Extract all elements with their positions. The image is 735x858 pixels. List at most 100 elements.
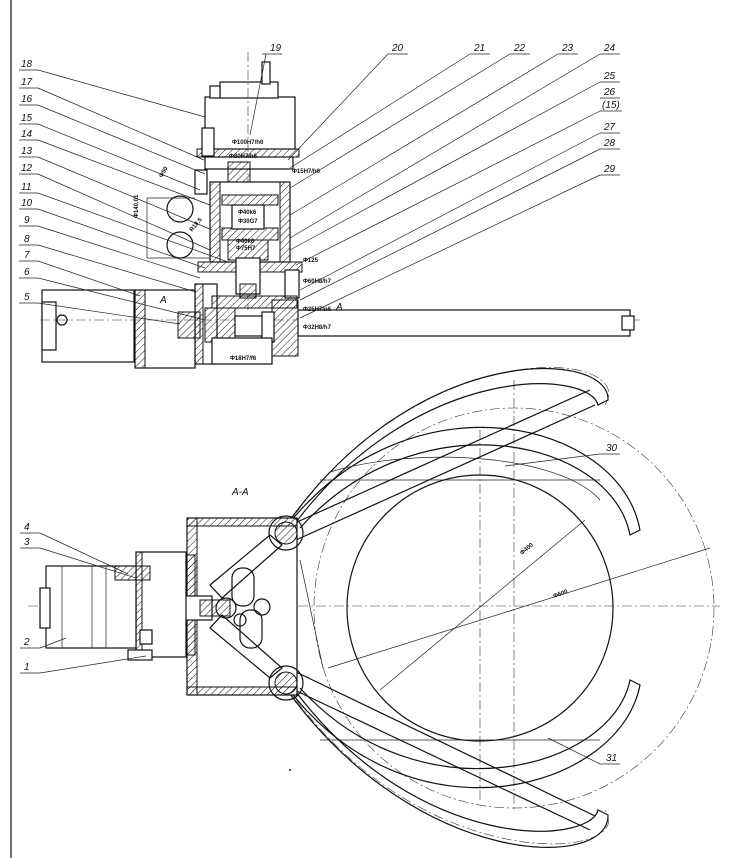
svg-text:31: 31 bbox=[606, 753, 617, 764]
svg-text:Φ50: Φ50 bbox=[159, 165, 170, 179]
svg-text:2: 2 bbox=[23, 637, 30, 648]
callouts-lower: 4 3 2 1 30 31 bbox=[20, 443, 620, 765]
callout-16: 16 bbox=[19, 94, 206, 175]
svg-text:Φ40k6: Φ40k6 bbox=[236, 239, 255, 245]
svg-text:Φ15H7/h6: Φ15H7/h6 bbox=[292, 169, 321, 175]
svg-text:R18.5: R18.5 bbox=[189, 217, 204, 234]
upper-pivot bbox=[268, 515, 304, 551]
svg-text:25: 25 bbox=[603, 71, 616, 82]
callouts-top: 19 20 21 22 23 24 25 26 (15) 27 28 29 bbox=[249, 43, 622, 319]
callout-28: 28 bbox=[299, 138, 620, 301]
callout-6: 6 bbox=[19, 267, 206, 321]
lower-jaw bbox=[285, 679, 641, 789]
upper-view bbox=[40, 52, 640, 369]
svg-text:A-A: A-A bbox=[231, 487, 249, 498]
callout-8: 8 bbox=[19, 234, 197, 293]
callouts-left: 18 17 16 15 14 13 12 11 10 9 8 7 6 5 bbox=[19, 59, 229, 325]
callout-30: 30 bbox=[504, 443, 620, 467]
circle-400 bbox=[346, 474, 614, 742]
svg-text:17: 17 bbox=[21, 77, 33, 88]
svg-text:1: 1 bbox=[24, 662, 30, 673]
svg-text:6: 6 bbox=[24, 267, 30, 278]
svg-text:Φ100H7/h6: Φ100H7/h6 bbox=[232, 140, 264, 146]
lower-view: A-A Φ400 Φ600 bbox=[28, 367, 720, 848]
callout-15: 15 bbox=[19, 113, 201, 191]
callout-22: 22 bbox=[289, 43, 530, 189]
upper-jaw bbox=[285, 426, 641, 536]
svg-text:Φ600: Φ600 bbox=[553, 589, 570, 600]
svg-text:16: 16 bbox=[21, 94, 33, 105]
svg-text:4: 4 bbox=[24, 522, 30, 533]
svg-text:29: 29 bbox=[603, 164, 616, 175]
svg-text:Φ25H7/n6: Φ25H7/n6 bbox=[303, 307, 332, 313]
callout-13: 13 bbox=[19, 146, 213, 231]
svg-text:8: 8 bbox=[24, 234, 30, 245]
svg-text:24: 24 bbox=[603, 43, 616, 54]
callout-24: 24 bbox=[289, 43, 620, 239]
svg-text:A: A bbox=[159, 295, 167, 306]
callout-3: 3 bbox=[20, 537, 137, 579]
callout-4: 4 bbox=[20, 522, 129, 575]
callout-31: 31 bbox=[547, 737, 620, 765]
svg-text:11: 11 bbox=[21, 182, 31, 193]
svg-text:Φ140.01: Φ140.01 bbox=[134, 194, 140, 218]
svg-text:21: 21 bbox=[473, 43, 485, 54]
svg-text:18: 18 bbox=[21, 59, 33, 70]
svg-text:23: 23 bbox=[561, 43, 574, 54]
horizontal-motor bbox=[41, 289, 135, 363]
svg-text:Φ75H7: Φ75H7 bbox=[236, 246, 256, 252]
callout-12: 12 bbox=[19, 163, 211, 251]
callout-9: 9 bbox=[19, 215, 201, 279]
svg-text:Φ32H8/h7: Φ32H8/h7 bbox=[303, 325, 332, 331]
callout-23: 23 bbox=[289, 43, 578, 216]
svg-text:10: 10 bbox=[21, 198, 33, 209]
svg-text:22: 22 bbox=[513, 43, 526, 54]
callout-19: 19 bbox=[249, 43, 282, 136]
svg-text:Φ80H7/h6: Φ80H7/h6 bbox=[229, 154, 258, 160]
svg-text:30: 30 bbox=[606, 443, 618, 454]
callout-2: 2 bbox=[20, 637, 67, 649]
svg-text:Φ60H8/h7: Φ60H8/h7 bbox=[303, 279, 332, 285]
svg-text:A: A bbox=[335, 302, 343, 313]
callout-27: 27 bbox=[299, 122, 620, 291]
callout-26: 26 bbox=[600, 87, 620, 99]
svg-text:Φ400: Φ400 bbox=[519, 542, 535, 557]
svg-text:19: 19 bbox=[270, 43, 282, 54]
circle-600 bbox=[313, 407, 715, 809]
callout-7: 7 bbox=[19, 250, 141, 297]
callout-11: 11 bbox=[19, 182, 229, 263]
svg-text:27: 27 bbox=[603, 122, 616, 133]
long-shaft bbox=[297, 309, 631, 337]
callout-5: 5 bbox=[19, 292, 181, 325]
callout-1: 1 bbox=[20, 655, 147, 674]
svg-text:Φ125: Φ125 bbox=[303, 258, 319, 264]
svg-text:26: 26 bbox=[603, 87, 616, 98]
svg-text:14: 14 bbox=[21, 129, 33, 140]
dimensions-upper: Φ100H7/h6 Φ80H7/h6 Φ15H7/h6 Φ40k6 Φ30G7 … bbox=[134, 140, 343, 362]
svg-text:3: 3 bbox=[24, 537, 30, 548]
callout-25: 25 bbox=[289, 71, 620, 251]
callout-14: 14 bbox=[19, 129, 211, 206]
svg-text:Φ40k6: Φ40k6 bbox=[238, 210, 257, 216]
callout-15b: (15) bbox=[295, 100, 622, 266]
svg-text:15: 15 bbox=[21, 113, 33, 124]
svg-text:Φ18H7/f6: Φ18H7/f6 bbox=[230, 356, 257, 362]
svg-text:(15): (15) bbox=[602, 100, 620, 111]
svg-text:9: 9 bbox=[24, 215, 30, 226]
svg-text:28: 28 bbox=[603, 138, 616, 149]
svg-text:5: 5 bbox=[24, 292, 30, 303]
svg-text:13: 13 bbox=[21, 146, 33, 157]
svg-text:12: 12 bbox=[21, 163, 33, 174]
callout-20: 20 bbox=[287, 43, 408, 161]
svg-text:7: 7 bbox=[24, 250, 30, 261]
callout-29: 29 bbox=[299, 164, 620, 319]
lower-pivot bbox=[268, 665, 304, 701]
svg-text:20: 20 bbox=[391, 43, 404, 54]
svg-text:Φ30G7: Φ30G7 bbox=[238, 219, 258, 225]
callout-21: 21 bbox=[289, 43, 490, 169]
callout-10: 10 bbox=[19, 198, 206, 269]
callout-17: 17 bbox=[19, 77, 205, 161]
callout-18: 18 bbox=[19, 59, 206, 118]
